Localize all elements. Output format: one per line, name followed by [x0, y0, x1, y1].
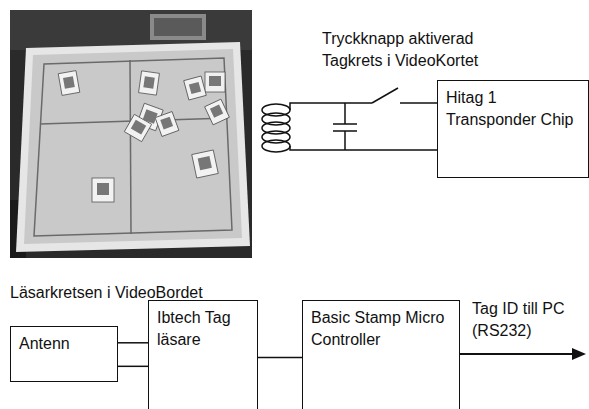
- caption-label: Tag ID till PC (RS232): [472, 298, 587, 342]
- process-box: Ibtech Tag läsare: [148, 300, 258, 409]
- caption-label: Tryckknapp aktiverad Tagkrets i VideoKor…: [322, 28, 522, 72]
- box-text: Hitag 1 Transponder Chip: [438, 81, 588, 137]
- wire: [258, 357, 302, 358]
- process-box: Antenn: [10, 326, 118, 382]
- box-text: Ibtech Tag läsare: [149, 301, 257, 357]
- wire: [118, 366, 148, 367]
- box-text: Basic Stamp Micro Controller: [303, 301, 459, 357]
- wire: [118, 342, 148, 343]
- box-text: Antenn: [11, 327, 117, 361]
- process-box: Basic Stamp Micro Controller: [302, 300, 460, 409]
- process-box: Hitag 1 Transponder Chip: [437, 80, 589, 178]
- caption-label: Läsarkretsen i VideoBordet: [10, 282, 270, 304]
